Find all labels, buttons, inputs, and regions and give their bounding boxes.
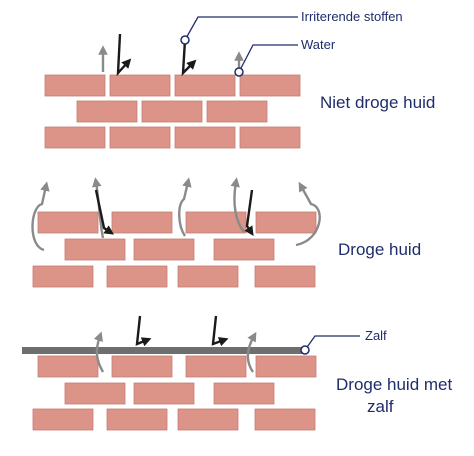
water-arrow [246, 331, 257, 373]
ointment-label: Zalf [365, 328, 387, 343]
brick [64, 382, 126, 405]
brick [213, 238, 275, 261]
brick [254, 265, 316, 288]
brick [44, 74, 106, 97]
ointment-callout: Zalf [300, 328, 387, 355]
brick [255, 211, 317, 234]
brick [32, 265, 94, 288]
brick [109, 74, 171, 97]
brick [106, 265, 168, 288]
water-arrow [31, 181, 50, 252]
irritant-arrow [211, 315, 229, 347]
brick [37, 211, 99, 234]
dry-ointment-label-line1: Droge huid met [336, 375, 453, 394]
irritants-label: Irriterende stoffen [301, 9, 403, 24]
brick [111, 211, 173, 234]
irritants-leader-line [184, 16, 298, 41]
water-arrow [295, 181, 321, 247]
normal-skin-bricks [44, 74, 301, 149]
brick [254, 408, 316, 431]
brick [133, 382, 195, 405]
brick [255, 355, 317, 378]
water-leader-line [238, 44, 298, 73]
water-callout-marker [234, 67, 244, 77]
dry-ointment-label-line2: zalf [367, 397, 394, 416]
brick [76, 100, 138, 123]
normal-skin-arrows [98, 33, 244, 77]
brick [174, 74, 236, 97]
brick [37, 355, 99, 378]
water-label: Water [301, 37, 336, 52]
brick [133, 238, 195, 261]
irritant-arrow [135, 315, 152, 347]
water-arrow [93, 331, 105, 373]
dry-skin-label: Droge huid [338, 240, 421, 259]
irritant-arrow [181, 39, 197, 77]
irritant-arrow [94, 189, 114, 235]
ointment-skin-arrows [93, 315, 257, 373]
brick [213, 382, 275, 405]
brick [185, 355, 247, 378]
brick [206, 100, 268, 123]
dry-skin-bricks [32, 211, 317, 288]
brick [177, 265, 239, 288]
irritant-arrow [244, 189, 254, 236]
brick [239, 74, 301, 97]
ointment-layer [22, 347, 306, 354]
water-arrow [230, 177, 245, 233]
ointment-skin-bricks [32, 355, 317, 431]
brick [109, 126, 171, 149]
ointment-callout-marker [300, 345, 310, 355]
water-callout: Water [234, 37, 336, 77]
brick [44, 126, 106, 149]
brick [239, 126, 301, 149]
irritants-callout-marker [180, 35, 190, 45]
brick [111, 355, 173, 378]
brick [141, 100, 203, 123]
dry-skin-arrows [31, 177, 321, 252]
water-arrow [178, 177, 192, 237]
ointment-leader-line [304, 335, 360, 351]
brick [185, 211, 247, 234]
brick [177, 408, 239, 431]
irritants-callout: Irriterende stoffen [180, 9, 403, 45]
irritant-arrow [116, 33, 132, 77]
brick [32, 408, 94, 431]
brick [174, 126, 236, 149]
brick [64, 238, 126, 261]
brick [106, 408, 168, 431]
normal-skin-label: Niet droge huid [320, 93, 435, 112]
